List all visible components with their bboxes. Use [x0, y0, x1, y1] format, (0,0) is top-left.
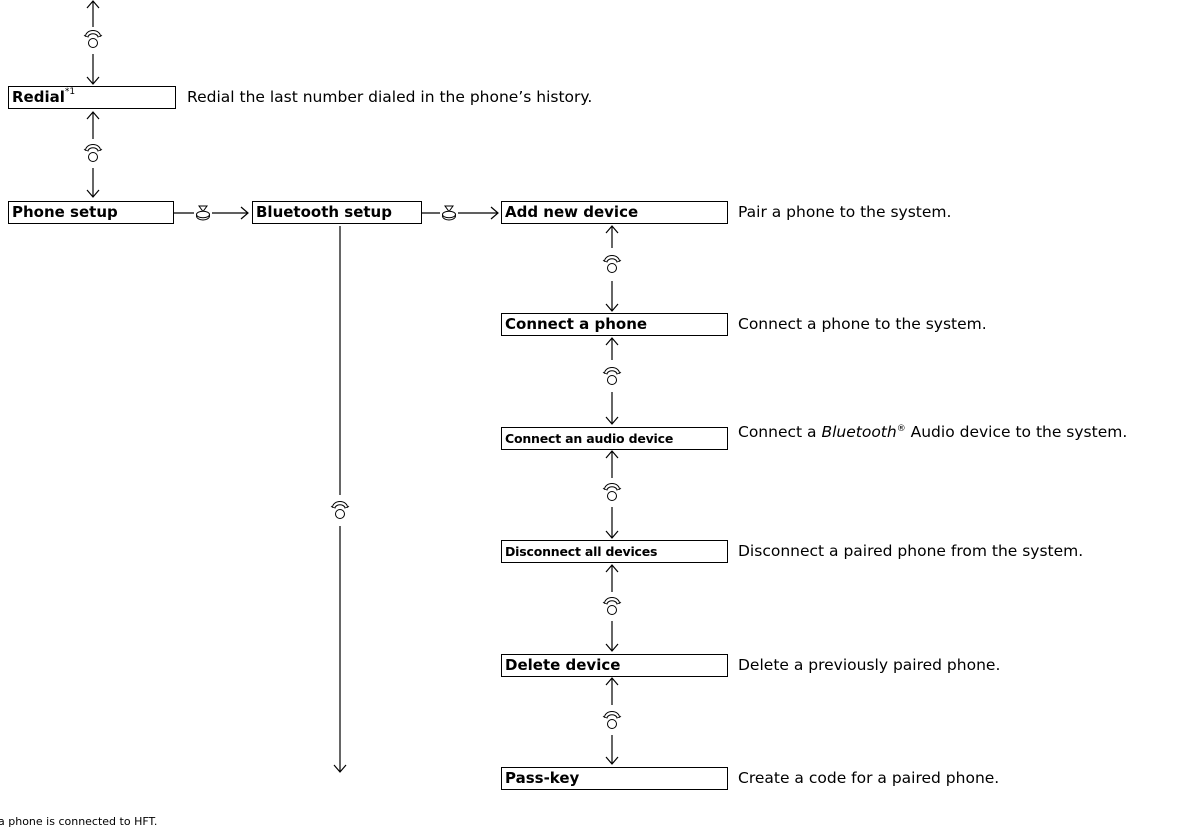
knob-press-icon: [442, 205, 456, 221]
menu-item-phone-setup-label: Phone setup: [12, 203, 118, 221]
delete-device-description: Delete a previously paired phone.: [738, 656, 1001, 674]
menu-item-connect-a-phone[interactable]: Connect a phone: [501, 313, 728, 336]
bluetooth-brand-text: Bluetooth: [821, 423, 897, 442]
menu-item-connect-an-audio-device-label: Connect an audio device: [505, 431, 674, 446]
knob-rotate-icon: [83, 30, 103, 48]
registered-mark: ®: [896, 424, 906, 434]
audio-description-end: Audio device to the system.: [905, 423, 1128, 442]
add-new-device-description: Pair a phone to the system.: [738, 203, 952, 221]
menu-item-bluetooth-setup[interactable]: Bluetooth setup: [252, 201, 422, 224]
knob-rotate-icon: [602, 711, 622, 729]
audio-description-start: Connect a: [738, 423, 822, 442]
connect-a-phone-description: Connect a phone to the system.: [738, 315, 987, 333]
redial-description: Redial the last number dialed in the pho…: [187, 88, 593, 106]
menu-item-pass-key-label: Pass-key: [505, 769, 580, 787]
menu-item-phone-setup[interactable]: Phone setup: [8, 201, 174, 224]
menu-item-bluetooth-setup-label: Bluetooth setup: [256, 203, 392, 221]
menu-item-pass-key[interactable]: Pass-key: [501, 767, 728, 790]
connect-an-audio-device-description: Connect a Bluetooth® Audio device to the…: [738, 421, 1178, 441]
knob-rotate-icon: [602, 255, 622, 273]
menu-item-connect-a-phone-label: Connect a phone: [505, 315, 648, 333]
knob-rotate-icon: [83, 144, 103, 162]
menu-item-connect-an-audio-device[interactable]: Connect an audio device: [501, 427, 728, 450]
disconnect-all-devices-description: Disconnect a paired phone from the syste…: [738, 542, 1084, 560]
menu-item-delete-device-label: Delete device: [505, 656, 621, 674]
knob-rotate-icon: [602, 367, 622, 385]
menu-item-disconnect-all-devices[interactable]: Disconnect all devices: [501, 540, 728, 563]
footnote-text: a phone is connected to HFT.: [0, 815, 158, 828]
menu-item-redial[interactable]: Redial*1: [8, 86, 176, 109]
pass-key-description: Create a code for a paired phone.: [738, 769, 1000, 787]
menu-item-disconnect-all-devices-label: Disconnect all devices: [505, 544, 658, 559]
footnote-marker: *1: [64, 87, 76, 97]
knob-rotate-icon: [602, 597, 622, 615]
knob-press-icon: [196, 205, 210, 221]
menu-item-delete-device[interactable]: Delete device: [501, 654, 728, 677]
knob-rotate-icon: [602, 483, 622, 501]
menu-item-redial-label: Redial: [12, 88, 65, 106]
menu-item-add-new-device[interactable]: Add new device: [501, 201, 728, 224]
menu-item-add-new-device-label: Add new device: [505, 203, 639, 221]
knob-rotate-icon: [330, 501, 350, 519]
